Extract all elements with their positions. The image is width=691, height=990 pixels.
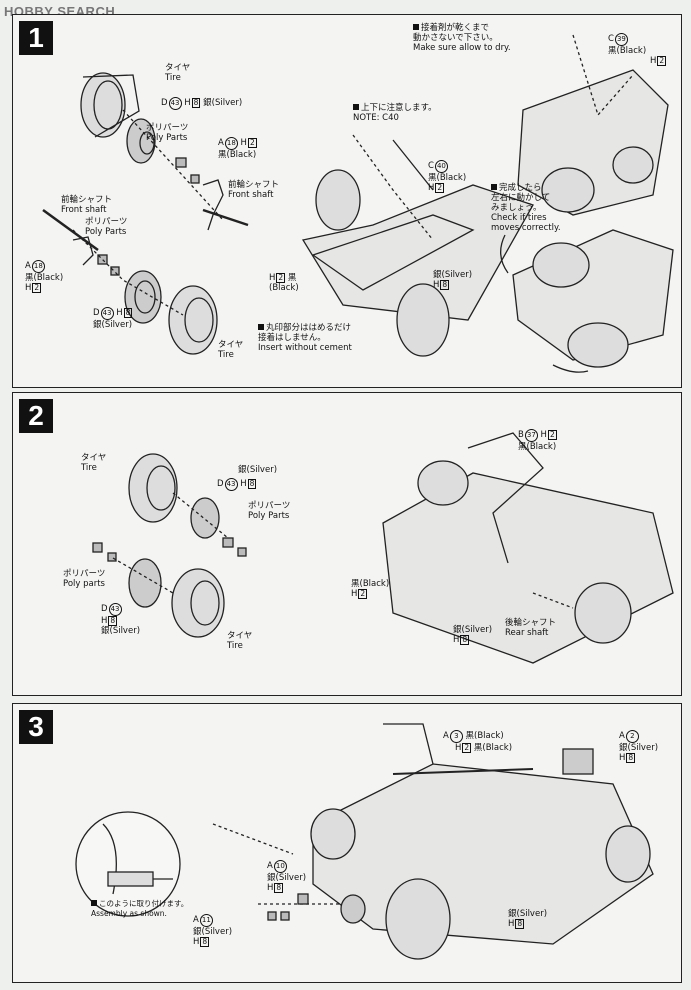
step-3-illustration <box>75 723 654 960</box>
step-number: 1 <box>19 21 53 55</box>
note-label: 上下に注意します。NOTE: C40 <box>353 103 437 123</box>
step-2-illustration <box>92 432 674 664</box>
step-1-illustration <box>42 34 674 373</box>
silver-label: 銀(Silver) <box>238 465 278 475</box>
assembly-note: このように取り付けます。Assembly as shown. <box>91 899 189 918</box>
insert-note: 丸印部分ははめるだけ接着はしません。Insert without cement <box>258 323 352 353</box>
step-number: 3 <box>19 710 53 744</box>
step-1-panel: 1 <box>12 14 682 388</box>
dry-note: 接着剤が乾くまで動かさないで下さい。Make sure allow to dry… <box>413 23 511 53</box>
step-number: 2 <box>19 399 53 433</box>
